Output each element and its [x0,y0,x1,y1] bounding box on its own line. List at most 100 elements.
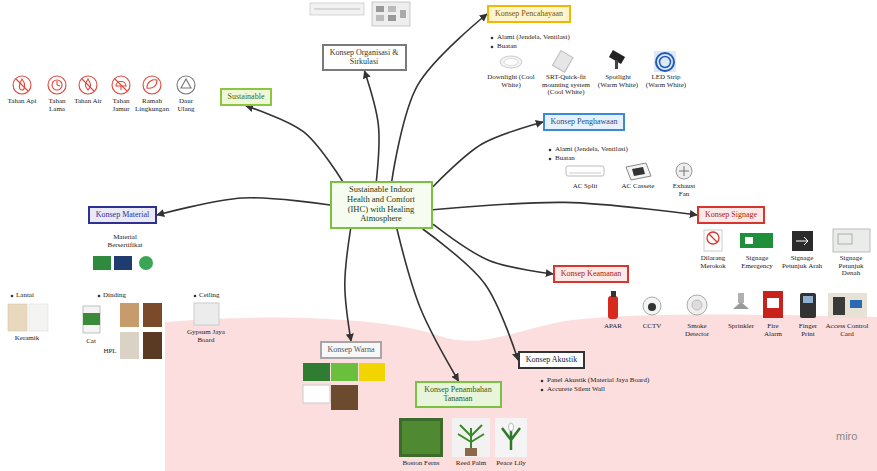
direction-sign [796,237,808,245]
hpl-swatch [120,303,139,327]
concept-box: Konsep Signage [697,206,765,224]
label-text: Dilarang Merokok [693,255,733,270]
cctv-picture [643,297,661,315]
fingerprint-picture [800,293,816,318]
label-text: AC Split [565,183,605,191]
bullet-dot [491,37,494,40]
paint-bucket [83,313,100,325]
organisation-sketch [376,15,384,21]
durable-icon [57,85,60,86]
reed-palm-picture [465,448,477,456]
hpl-swatch [120,303,162,359]
downlight-picture [500,56,522,68]
eco-friendly-icon [143,76,161,94]
exhaust-fan-picture [676,163,692,179]
bullet-dot [541,380,544,383]
gypsum-swatch [194,303,219,325]
connector-arrow [397,229,459,381]
ceramic-swatch [8,304,27,331]
label-text: SRT-Quick-fit mounting system (Cool Whit… [535,74,597,97]
concept-box: Konsep Penambahan Tanaman [415,381,502,408]
cctv-picture [643,297,661,315]
water-resistant-icon [79,76,97,94]
certification-logo [93,256,111,270]
sprinkler-picture [733,293,749,309]
led-strip-picture [660,57,671,68]
node-text: Sustainable Indoor Health and Comfort (I… [337,185,425,224]
fire-alarm-picture [767,298,779,308]
label-text: Panel Akustik (Material Jaya Board) [547,377,649,385]
eco-friendly-icon [147,80,157,88]
water-resistant-icon [82,79,94,91]
floor-plan-sign [833,229,870,252]
label-text: Tahan Air [73,98,103,106]
label-text: Finger Print [794,323,822,338]
concept-box: Konsep Organisasi & Sirkulasi [322,44,407,71]
hpl-swatch [143,303,162,327]
bullet-dot [549,158,552,161]
label-text: LED Strip (Warm White) [643,74,689,89]
ac-cassette-picture [626,163,651,180]
access-card-picture [850,300,862,308]
color-swatch [303,363,385,410]
color-swatch [303,385,330,403]
label-text: Peace Lily [491,460,531,468]
fire-resistant-icon [16,79,28,91]
no-smoking-sign [704,230,722,251]
emergency-sign [745,237,753,244]
hpl-swatch [143,332,162,359]
smoke-detector-picture [692,300,702,310]
concept-box: Sustainable [220,88,272,106]
watermark: miro [836,430,857,442]
durable-icon [48,76,66,94]
central-concept-box: Sustainable Indoor Health and Comfort (I… [330,181,433,229]
node-text: Konsep Pencahayaan [494,9,564,18]
label-text: AC Cassete [618,183,658,191]
sprinkler-picture [738,293,744,303]
node-text: Sustainable [227,92,265,101]
ac-split-picture [566,166,604,176]
label-text: Cat [81,338,101,346]
node-text: Konsep Signage [704,210,758,219]
organisation-sketch [376,6,384,12]
ac-cassette-picture [632,167,645,176]
mould-resistant-icon [120,86,121,90]
floor-plan-sign [833,229,870,252]
led-strip-picture [654,51,676,72]
node-text: Konsep Warna [327,345,375,354]
label-text: Buatan [555,155,575,163]
label-text: Downlight (Cool White) [485,74,537,89]
organisation-sketch [310,2,410,26]
node-text: Konsep Organisasi & Sirkulasi [329,48,399,66]
concept-box: Konsep Penghawaan [543,113,625,131]
no-smoking-sign [709,234,717,242]
bullet-dot [541,389,544,392]
label-text: Ramah Lingkungan [133,98,171,113]
node-text: Konsep Penambahan Tanaman [422,385,494,403]
color-swatch [303,363,330,381]
durable-icon [48,76,66,94]
smoke-detector-picture [687,295,707,315]
boston-fern-picture [399,418,443,457]
smoke-detector-picture [687,295,707,315]
certification-logo [139,256,153,270]
color-swatch [331,363,358,381]
reed-palm-picture [452,418,490,457]
label-text: Tahan Lama [42,98,72,113]
label-text: HPL [100,348,120,356]
label-text: Smoke Detector [679,323,715,338]
bullet-dot [11,37,552,392]
certification-logo [93,256,153,270]
pink-region [165,314,877,471]
label-text: Signage Petunjuk Arah [781,255,823,270]
fire-resistant-icon [13,76,31,94]
led-strip-picture [656,53,674,71]
label-text: Daur Ulang [171,98,201,113]
label-text: Gypsum Jaya Board [184,329,228,344]
access-card-picture [828,293,867,318]
sprinkler-picture [733,302,749,309]
label-text: CCTV [639,323,665,331]
water-resistant-icon [79,76,97,94]
paint-bucket [83,306,100,333]
connector-arrow [433,122,543,187]
